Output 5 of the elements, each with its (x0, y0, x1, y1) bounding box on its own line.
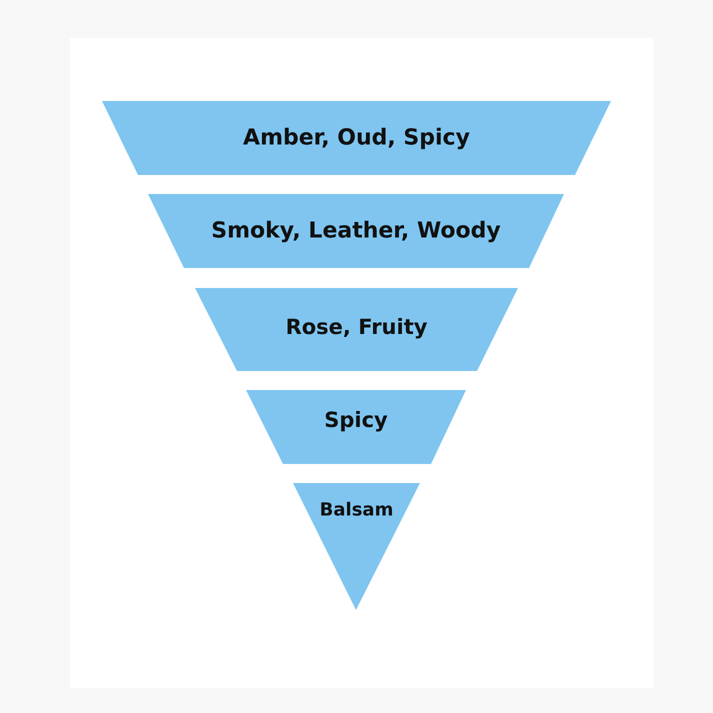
segment-label: Smoky, Leather, Woody (211, 218, 501, 244)
segment-label: Balsam (320, 499, 394, 520)
segment-label: Spicy (324, 408, 388, 432)
segment-label: Amber, Oud, Spicy (243, 126, 470, 150)
segment-label: Rose, Fruity (286, 315, 428, 339)
